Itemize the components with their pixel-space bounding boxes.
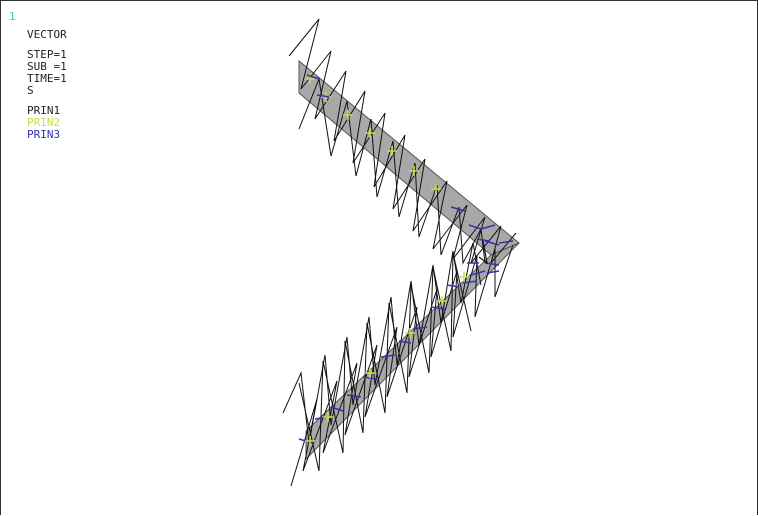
tip-junction — [478, 240, 488, 265]
prin3-vectors-lower — [298, 262, 500, 444]
plot-info-legend: VECTOR STEP=1 SUB =1 TIME=1 S PRIN1 PRIN… — [27, 29, 67, 141]
step-label: STEP=1 — [27, 48, 67, 61]
lower-arm-element — [305, 242, 520, 461]
item-label: S — [27, 84, 34, 97]
prin3-vectors-upper — [306, 74, 514, 246]
upper-zigzag-vectors — [288, 18, 517, 265]
prin2-vectors-lower — [305, 272, 469, 446]
legend-prin3: PRIN3 — [27, 128, 61, 141]
legend-prin2: PRIN2 — [27, 116, 61, 129]
time-label: TIME=1 — [27, 72, 67, 85]
substep-label: SUB =1 — [27, 60, 67, 73]
plot-type-label: VECTOR — [27, 28, 67, 41]
legend-prin1: PRIN1 — [27, 104, 61, 117]
window-number: 1 — [9, 10, 16, 23]
upper-arm-element — [298, 59, 520, 256]
